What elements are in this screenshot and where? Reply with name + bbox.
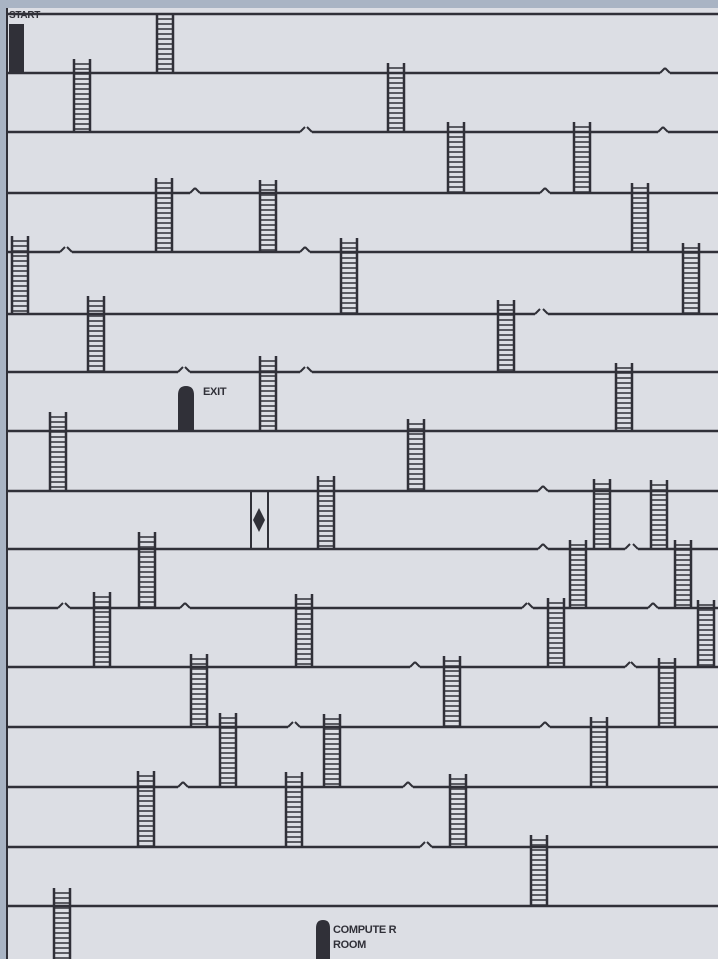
floor-gap-edge xyxy=(665,68,670,73)
floor-gap-edge xyxy=(60,247,65,252)
floor-gap-edge xyxy=(545,722,550,727)
floor-gap-edge xyxy=(300,367,305,372)
floor-gap-edge xyxy=(540,722,545,727)
floor-gap-edge xyxy=(543,544,548,549)
floor-gap-edge xyxy=(535,309,540,314)
floor-gap-edge xyxy=(410,662,415,667)
floor-gap-edge xyxy=(190,188,195,193)
floor-gap-edge xyxy=(305,247,310,252)
floor-gap-edge xyxy=(180,603,185,608)
floor-gap-edge xyxy=(427,842,432,847)
computer-room-label-line1: COMPUTE R xyxy=(333,924,396,936)
floor-gap-edge xyxy=(543,309,548,314)
floor-gap-edge xyxy=(195,188,200,193)
floor-gap-edge xyxy=(538,486,543,491)
player-character xyxy=(253,508,265,532)
floor-gap-edge xyxy=(538,544,543,549)
floor-gap-edge xyxy=(633,544,638,549)
floor-gap-edge xyxy=(648,603,653,608)
floor-gap-edge xyxy=(183,782,188,787)
floor-gap-edge xyxy=(178,782,183,787)
start-label: START xyxy=(9,10,40,21)
floor-gap-edge xyxy=(288,722,293,727)
floor-gap-edge xyxy=(625,662,630,667)
floor-gap-edge xyxy=(185,603,190,608)
floor-gap-edge xyxy=(58,603,63,608)
floor-gap-edge xyxy=(300,247,305,252)
exit-label: EXIT xyxy=(203,386,226,398)
floor-gap-edge xyxy=(625,544,630,549)
floor-gap-edge xyxy=(420,842,425,847)
floor-gap-edge xyxy=(300,127,305,132)
floor-gap-edge xyxy=(65,603,70,608)
floor-gap-edge xyxy=(540,188,545,193)
floor-gap-edge xyxy=(403,782,408,787)
floor-gap-edge xyxy=(543,486,548,491)
floor-gap-edge xyxy=(67,247,72,252)
start-marker xyxy=(9,24,24,73)
floor-gap-edge xyxy=(660,68,665,73)
floor-gap-edge xyxy=(658,127,663,132)
computer-room-door xyxy=(316,920,330,959)
floor-gap-edge xyxy=(178,367,183,372)
floor-gap-edge xyxy=(307,367,312,372)
computer-room-label-line2: ROOM xyxy=(333,939,366,951)
floor-gap-edge xyxy=(631,662,636,667)
floor-gap-edge xyxy=(663,127,668,132)
floor-gap-edge xyxy=(185,367,190,372)
floor-gap-edge xyxy=(653,603,658,608)
floor-gap-edge xyxy=(295,722,300,727)
floor-gap-edge xyxy=(408,782,413,787)
floor-gap-edge xyxy=(522,603,527,608)
floor-gap-edge xyxy=(545,188,550,193)
exit-door xyxy=(178,386,194,430)
floor-gap-edge xyxy=(307,127,312,132)
floor-gap-edge xyxy=(528,603,533,608)
floor-gap-edge xyxy=(415,662,420,667)
